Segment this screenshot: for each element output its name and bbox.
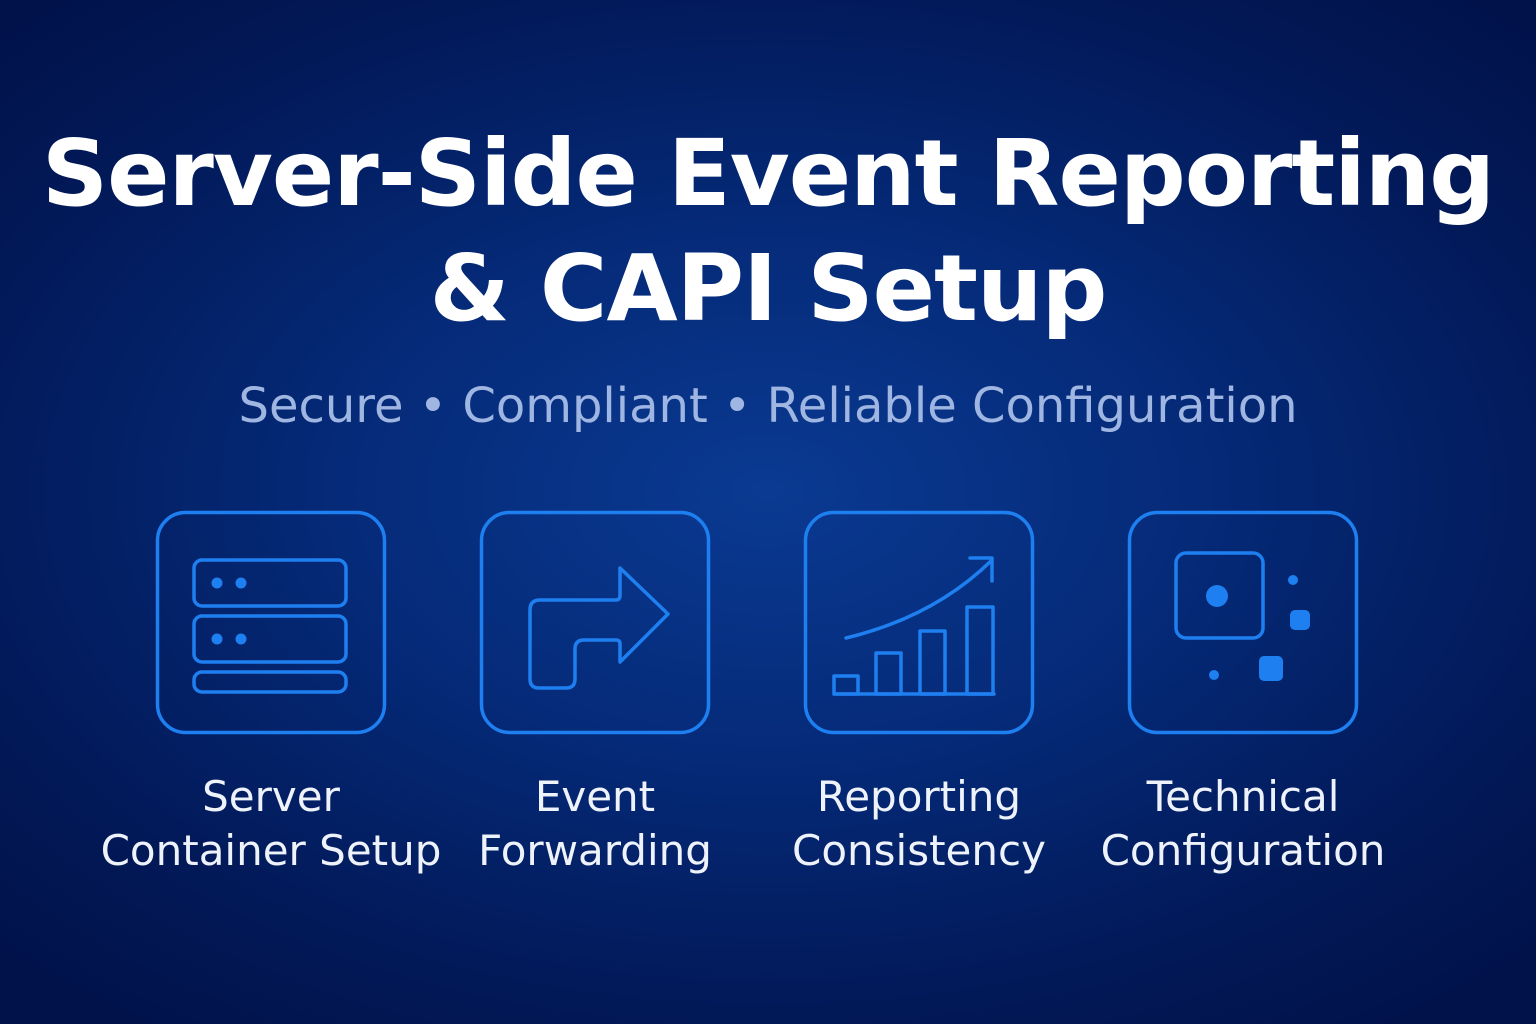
feature-label-reporting: Reporting Consistency xyxy=(739,770,1099,878)
label-line: Event xyxy=(534,772,656,821)
subtitle: Secure • Compliant • Reliable Configurat… xyxy=(238,378,1298,434)
main-title-line-1: Server-Side Event Reporting xyxy=(41,120,1495,227)
feature-card-server xyxy=(155,510,387,735)
growth-chart-icon xyxy=(803,510,1035,735)
label-line: Configuration xyxy=(1100,826,1386,875)
label-line: Reporting xyxy=(816,772,1022,821)
main-title-line-2: & CAPI Setup xyxy=(429,235,1108,342)
feature-label-event-forwarding: Event Forwarding xyxy=(415,770,775,878)
feature-label-technical-configuration: Technical Configuration xyxy=(1063,770,1423,878)
forward-arrow-icon xyxy=(479,510,711,735)
feature-card-reporting xyxy=(803,510,1035,735)
label-line: Container Setup xyxy=(100,826,442,875)
feature-card-event-forwarding xyxy=(479,510,711,735)
configuration-icon xyxy=(1127,510,1359,735)
label-line: Forwarding xyxy=(478,826,712,875)
label-line: Consistency xyxy=(792,826,1046,875)
label-line: Technical xyxy=(1146,772,1340,821)
feature-label-server: Server Container Setup xyxy=(91,770,451,878)
server-icon xyxy=(155,510,387,735)
label-line: Server xyxy=(202,772,340,821)
feature-card-technical-configuration xyxy=(1127,510,1359,735)
